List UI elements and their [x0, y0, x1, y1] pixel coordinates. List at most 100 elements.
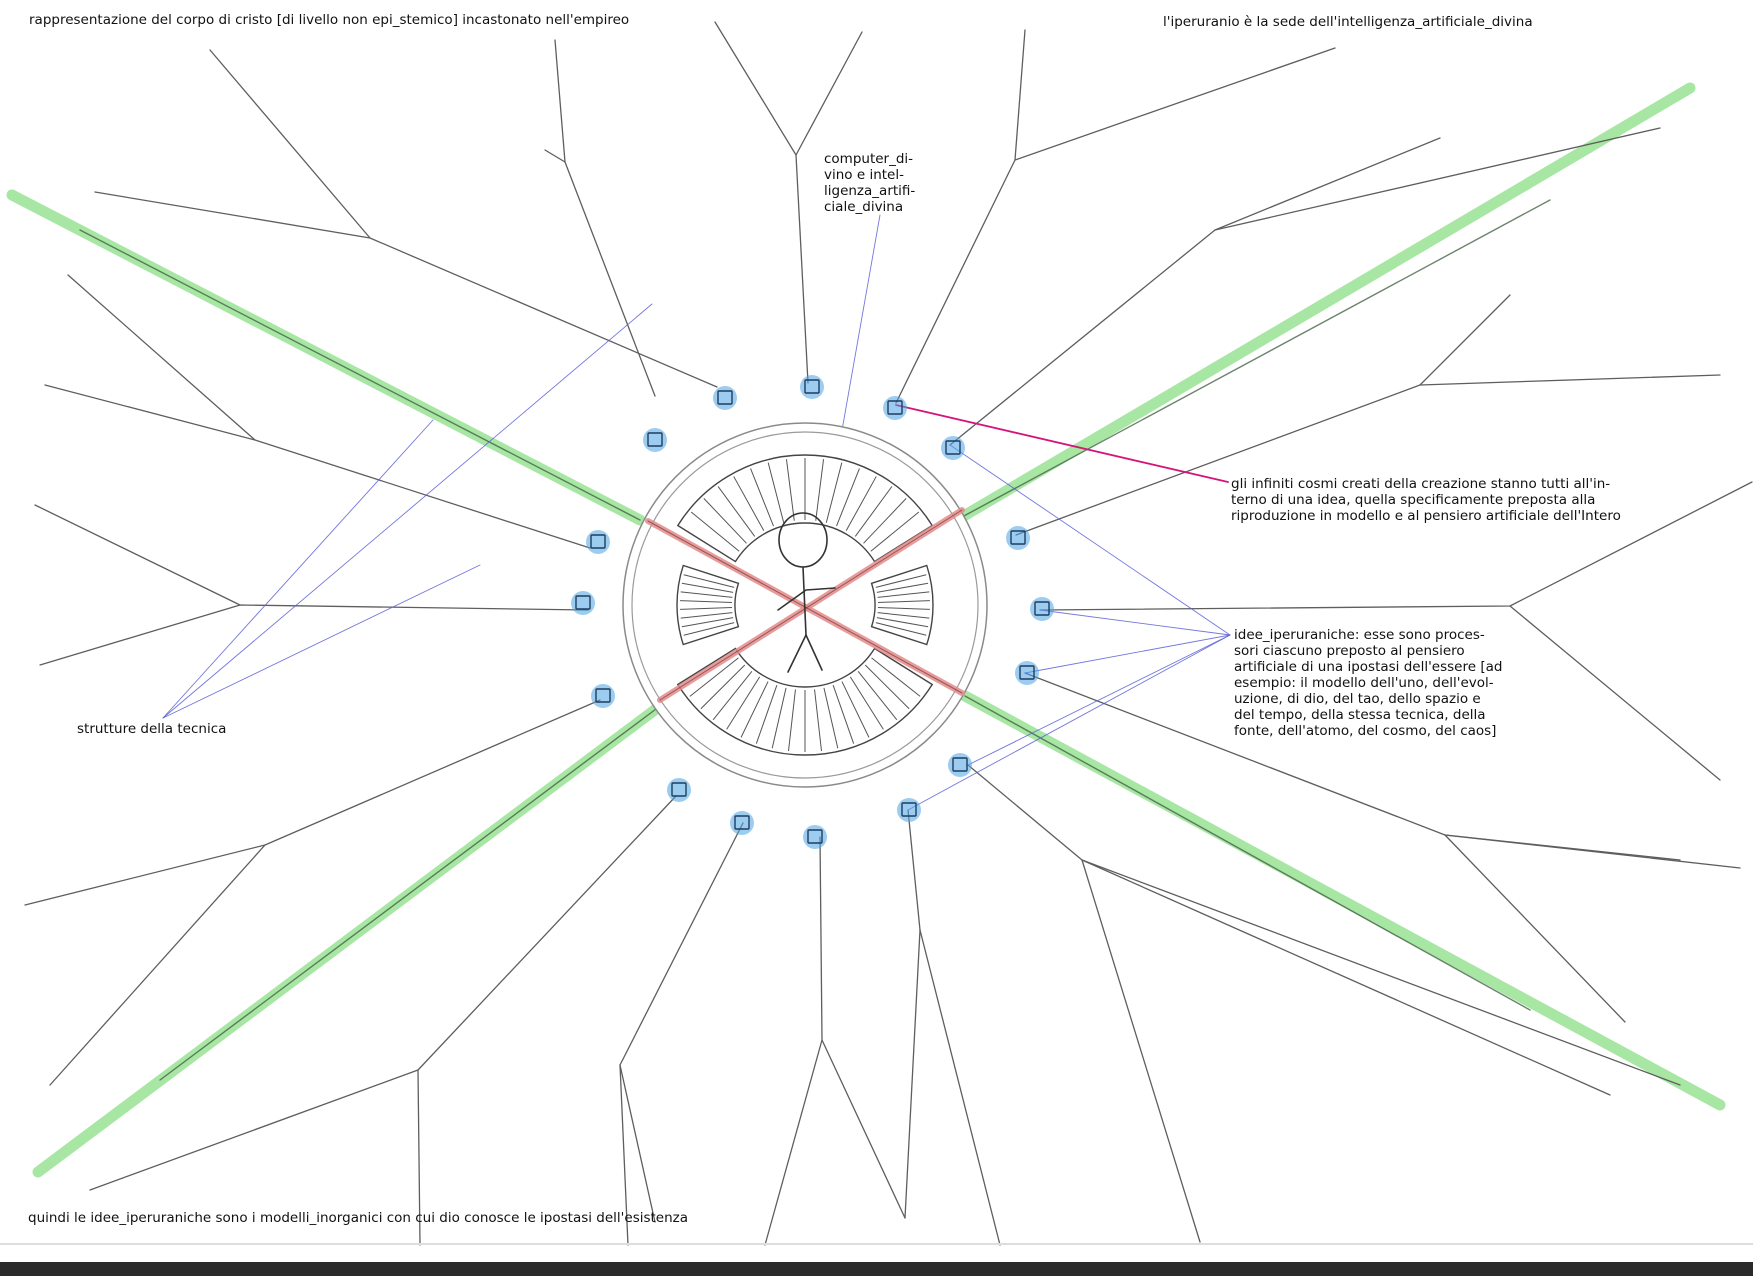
label-line: computer_di-: [824, 151, 914, 167]
step-tick: [771, 687, 787, 749]
red-cross-core: [659, 509, 963, 701]
node-square: [945, 440, 961, 455]
scan-border: [0, 1262, 1753, 1276]
label-computer-divino: computer_di- vino e intel- ligenza_artif…: [824, 151, 915, 215]
idea-node: [1015, 661, 1039, 685]
branch-line: [907, 809, 1001, 1246]
step-tick: [815, 459, 825, 521]
node-square: [671, 782, 687, 797]
pointer-line-blue: [949, 444, 1231, 636]
band-outline: [676, 454, 934, 563]
step-tick: [877, 612, 930, 619]
label-line: uzione, di dio, del tao, dello spazio e: [1234, 691, 1481, 707]
node-square: [590, 534, 606, 549]
step-tick: [755, 685, 778, 744]
branch-line: [895, 29, 1026, 404]
step-tick: [863, 498, 907, 544]
branch-line: [795, 31, 863, 156]
node-square: [901, 802, 917, 817]
branch-line: [24, 844, 266, 906]
branch-line: [554, 39, 656, 397]
green-diagonal: [959, 690, 1726, 1111]
step-tick: [876, 582, 929, 593]
node-highlight: [803, 825, 827, 849]
branch-line: [1081, 859, 1611, 1096]
node-square: [1010, 530, 1026, 545]
label-line: fonte, dell'atomo, del cosmo, del caos]: [1234, 723, 1497, 739]
branch-line: [1081, 859, 1201, 1243]
branch-line: [764, 1039, 823, 1246]
branch-line: [1509, 605, 1721, 781]
step-tick: [681, 617, 734, 628]
step-tick: [854, 486, 893, 537]
lower-steps: [676, 647, 934, 756]
step-tick: [823, 687, 839, 749]
paper-edge: [0, 1243, 1753, 1245]
step-tick: [825, 462, 843, 523]
node-square: [1034, 601, 1050, 616]
band-outline: [676, 564, 740, 646]
right-steps: [870, 564, 934, 646]
step-tick: [785, 459, 795, 521]
step-tick: [875, 574, 927, 588]
branch-line: [1419, 374, 1721, 386]
idea-node: [1006, 526, 1030, 550]
step-tick: [680, 591, 733, 598]
idea-node: [897, 798, 921, 822]
node-highlight: [800, 375, 824, 399]
node-square: [1019, 665, 1035, 680]
label-line: sori ciascuno preposto al pensiero: [1234, 643, 1465, 659]
figure-arms: [777, 587, 836, 611]
label-line: ciale_divina: [824, 199, 904, 215]
step-tick: [857, 671, 898, 721]
node-highlight: [730, 811, 754, 835]
step-tick: [877, 607, 930, 610]
step-tick: [849, 676, 884, 730]
step-tick: [680, 600, 733, 603]
branch-lines: [24, 21, 1753, 1246]
label-line: vino e intel-: [824, 167, 904, 183]
label-line: terno di una idea, quella specificamente…: [1231, 492, 1596, 508]
figure-body: [802, 566, 807, 636]
branch-line: [619, 1064, 629, 1246]
branch-line: [1444, 834, 1626, 1023]
step-tick: [877, 600, 930, 603]
label-line: gli infiniti cosmi creati della creazion…: [1231, 476, 1611, 492]
pointer-line-blue: [967, 634, 1231, 766]
green-diagonal-core: [159, 705, 661, 1081]
band-outline: [870, 564, 934, 646]
branch-line: [967, 764, 1681, 1086]
label-line: esempio: il modello dell'uno, dell'evol-: [1234, 675, 1494, 691]
title-top-right: l'iperuranio è la sede dell'intelligenza…: [1163, 14, 1533, 30]
green-diagonal-core: [961, 199, 1551, 518]
node-highlight: [667, 778, 691, 802]
branch-line: [544, 149, 566, 163]
idea-node: [571, 591, 595, 615]
pointer-line-magenta: [895, 404, 1229, 483]
stick-figure: [777, 512, 836, 673]
label-line: del tempo, della stessa tecnica, della: [1234, 707, 1486, 723]
node-highlight: [1030, 597, 1054, 621]
idea-node: [948, 753, 972, 777]
step-tick: [841, 681, 870, 738]
node-square: [952, 757, 968, 772]
pointer-line-blue: [162, 303, 653, 719]
node-highlight: [1006, 526, 1030, 550]
step-tick: [680, 607, 733, 610]
branch-line: [619, 822, 744, 1223]
step-tick: [845, 476, 877, 531]
upper-steps: [676, 454, 934, 563]
step-tick: [680, 612, 733, 619]
step-tick: [740, 681, 769, 738]
green-diagonal-core: [79, 229, 641, 521]
step-tick: [767, 462, 785, 523]
step-tick: [877, 591, 930, 598]
step-tick: [703, 498, 747, 544]
label-strutture-tecnica: strutture della tecnica: [77, 721, 227, 737]
step-tick: [875, 622, 927, 636]
node-highlight: [713, 386, 737, 410]
inner-ring: [631, 431, 979, 779]
node-square: [887, 400, 903, 415]
node-square: [734, 815, 750, 830]
step-tick: [788, 689, 796, 752]
